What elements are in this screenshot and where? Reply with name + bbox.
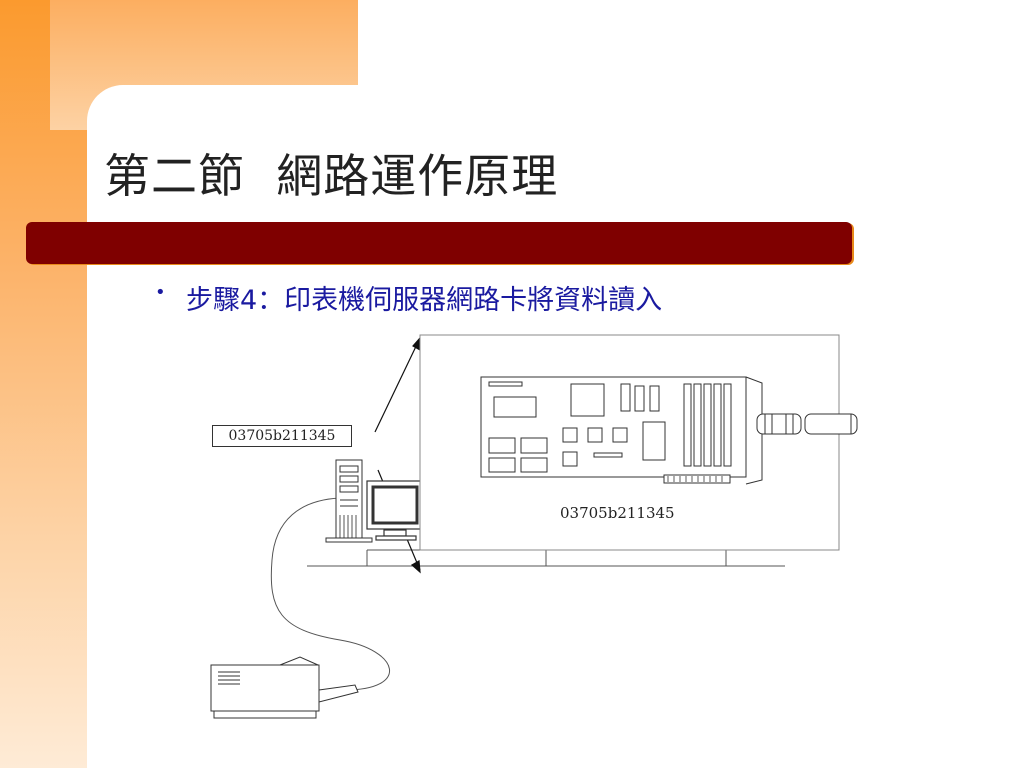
mac-address-tag: 03705b211345 — [212, 425, 352, 447]
slide-title: 第二節 網路運作原理 — [104, 149, 559, 203]
computer-tower-icon — [325, 459, 373, 543]
title-divider-band — [26, 222, 852, 264]
bullet-step-4: 步驟4：印表機伺服器網路卡將資料讀入 — [186, 285, 663, 316]
bullet-marker: • — [155, 282, 166, 303]
printer-icon — [210, 656, 359, 719]
card-connector-pins — [667, 476, 723, 482]
printer-cable — [270, 497, 391, 691]
monitor-icon — [366, 480, 424, 541]
bnc-connector-icon — [756, 413, 858, 435]
card-mac-address-label: 03705b211345 — [560, 504, 675, 522]
network-card-icon — [480, 376, 763, 485]
desk — [307, 549, 785, 567]
